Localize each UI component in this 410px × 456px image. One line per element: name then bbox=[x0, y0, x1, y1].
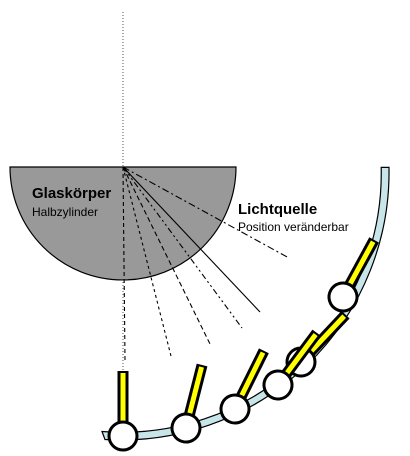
light-ray bbox=[122, 166, 211, 345]
light-ray bbox=[122, 166, 243, 329]
light-ray bbox=[122, 166, 172, 357]
light-source-lamp[interactable] bbox=[107, 371, 139, 452]
light-ray bbox=[122, 166, 290, 259]
light-rays bbox=[122, 166, 290, 361]
glass-half-cylinder bbox=[9, 166, 237, 281]
glass-body-title: Glaskörper bbox=[32, 185, 112, 202]
glass-body-subtitle: Halbzylinder bbox=[32, 205, 99, 219]
light-source-lamp[interactable] bbox=[216, 345, 276, 428]
lamps bbox=[107, 233, 386, 452]
light-source-title: Lichtquelle bbox=[238, 201, 318, 218]
light-source-lamp[interactable] bbox=[258, 325, 328, 405]
light-source-lamp[interactable] bbox=[324, 233, 386, 316]
light-source-subtitle: Position veränderbar bbox=[238, 220, 349, 234]
light-source-lamp[interactable] bbox=[169, 362, 216, 445]
light-ray bbox=[122, 166, 261, 313]
